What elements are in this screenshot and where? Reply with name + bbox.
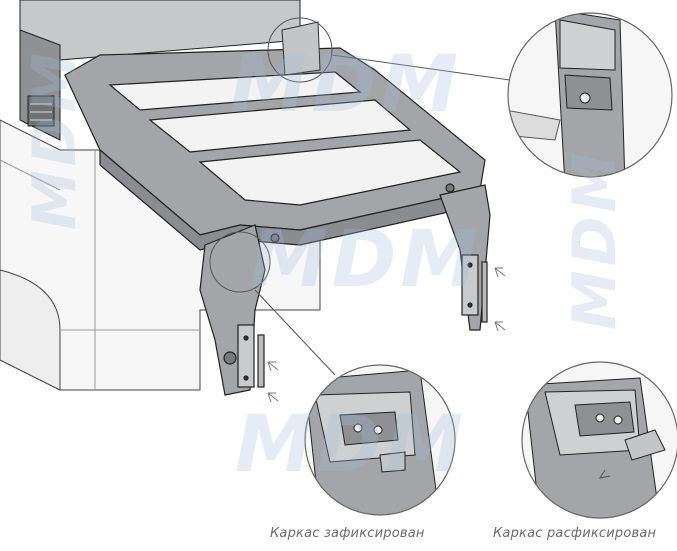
- right-lift-arm: [439, 184, 491, 331]
- drawer-runner-box: [19, 0, 301, 141]
- callout-top-latch: [267, 17, 511, 83]
- detail-top-right: [507, 12, 673, 178]
- direction-arrows: [267, 267, 506, 403]
- detail-unlocked: [521, 361, 677, 519]
- left-lift-arm: [199, 224, 266, 396]
- lift-frame: [64, 47, 486, 251]
- caption-locked: Каркас зафиксирован: [270, 526, 425, 541]
- detail-locked: [304, 364, 456, 516]
- callout-lower-latch: [209, 231, 336, 376]
- caption-unlocked: Каркас расфиксирован: [493, 526, 657, 541]
